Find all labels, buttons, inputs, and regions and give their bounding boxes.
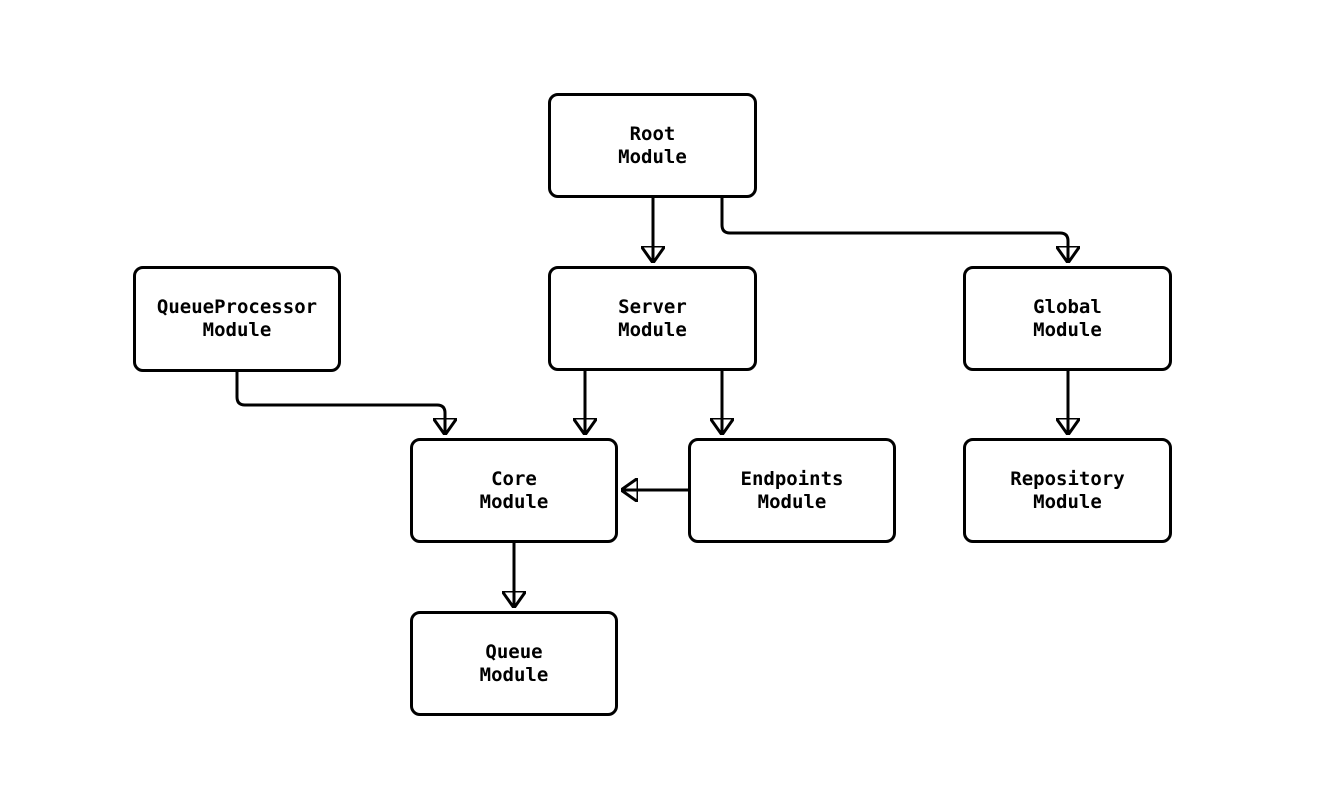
node-global-module-label: Global Module: [1033, 295, 1102, 341]
node-server-module: Server Module: [548, 266, 757, 371]
node-root-module: Root Module: [548, 93, 757, 198]
node-queueprocessor-module-label: QueueProcessor Module: [156, 296, 318, 341]
node-endpoints-module: Endpoints Module: [688, 438, 896, 543]
node-root-module-label: Root Module: [618, 122, 687, 168]
node-core-module-label: Core Module: [479, 467, 549, 513]
node-repository-module: Repository Module: [963, 438, 1172, 543]
node-server-module-label: Server Module: [618, 295, 687, 341]
node-queueprocessor-module: QueueProcessor Module: [133, 266, 341, 372]
edge-root-to-global: [720, 198, 1068, 262]
node-endpoints-module-label: Endpoints Module: [740, 467, 844, 513]
node-global-module: Global Module: [963, 266, 1172, 371]
node-queue-module: Queue Module: [410, 611, 618, 716]
node-repository-module-label: Repository Module: [1010, 467, 1125, 513]
node-queue-module-label: Queue Module: [479, 640, 549, 686]
edge-queueprocessor-to-core: [235, 372, 445, 434]
node-core-module: Core Module: [410, 438, 618, 543]
